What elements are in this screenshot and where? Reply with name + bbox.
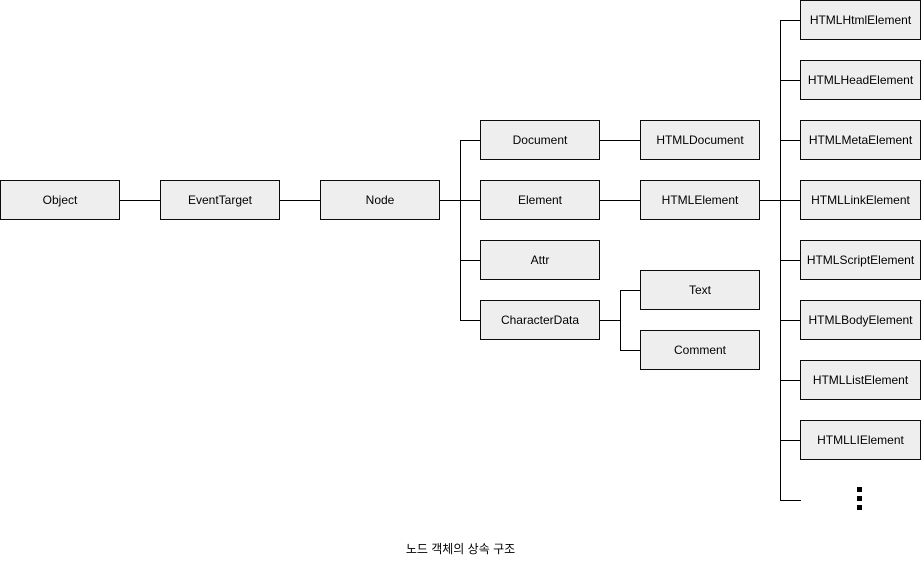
- vertical-ellipsis-icon: [857, 487, 862, 511]
- node-label: HTMLLinkElement: [811, 193, 910, 207]
- node-label: HTMLMetaElement: [808, 133, 913, 147]
- node-label: Object: [42, 193, 78, 207]
- node-label: HTMLBodyElement: [808, 313, 913, 327]
- node-box-htmldocument: HTMLDocument: [640, 120, 760, 160]
- node-label: Text: [688, 283, 711, 297]
- node-box-htmlmetaelement: HTMLMetaElement: [800, 120, 921, 160]
- node-box-htmlscriptelement: HTMLScriptElement: [800, 240, 921, 280]
- ellipsis-dot: [857, 487, 862, 492]
- node-label: HTMLLIElement: [817, 433, 904, 447]
- node-label: Element: [517, 193, 563, 207]
- node-label: EventTarget: [187, 193, 253, 207]
- node-label: HTMLHtmlElement: [809, 13, 912, 27]
- node-box-htmlelement: HTMLElement: [640, 180, 760, 220]
- node-label: HTMLHeadElement: [807, 73, 914, 87]
- ellipsis-dot: [857, 505, 862, 510]
- node-box-htmlhtmlelement: HTMLHtmlElement: [800, 0, 921, 40]
- node-label: HTMLListElement: [812, 373, 909, 387]
- node-box-htmlheadelement: HTMLHeadElement: [800, 60, 921, 100]
- node-label: Attr: [530, 253, 550, 267]
- node-label: HTMLElement: [661, 193, 739, 207]
- node-box-text: Text: [640, 270, 760, 310]
- node-label: Node: [365, 193, 395, 207]
- node-box-htmlbodyelement: HTMLBodyElement: [800, 300, 921, 340]
- ellipsis-dot: [857, 496, 862, 501]
- node-box-eventtarget: EventTarget: [160, 180, 280, 220]
- node-box-characterdata: CharacterData: [480, 300, 600, 340]
- node-label: Document: [512, 133, 568, 147]
- node-label: CharacterData: [500, 313, 580, 327]
- node-box-document: Document: [480, 120, 600, 160]
- node-box-comment: Comment: [640, 330, 760, 370]
- node-box-element: Element: [480, 180, 600, 220]
- node-box-htmllielement: HTMLLIElement: [800, 420, 921, 460]
- node-box-htmllistelement: HTMLListElement: [800, 360, 921, 400]
- node-label: HTMLScriptElement: [806, 253, 915, 267]
- node-label: HTMLDocument: [656, 133, 744, 147]
- node-box-object: Object: [0, 180, 120, 220]
- node-box-attr: Attr: [480, 240, 600, 280]
- node-label: Comment: [673, 343, 726, 357]
- diagram-caption: 노드 객체의 상속 구조: [405, 542, 516, 556]
- node-box-node: Node: [320, 180, 440, 220]
- node-box-htmllinkelement: HTMLLinkElement: [800, 180, 921, 220]
